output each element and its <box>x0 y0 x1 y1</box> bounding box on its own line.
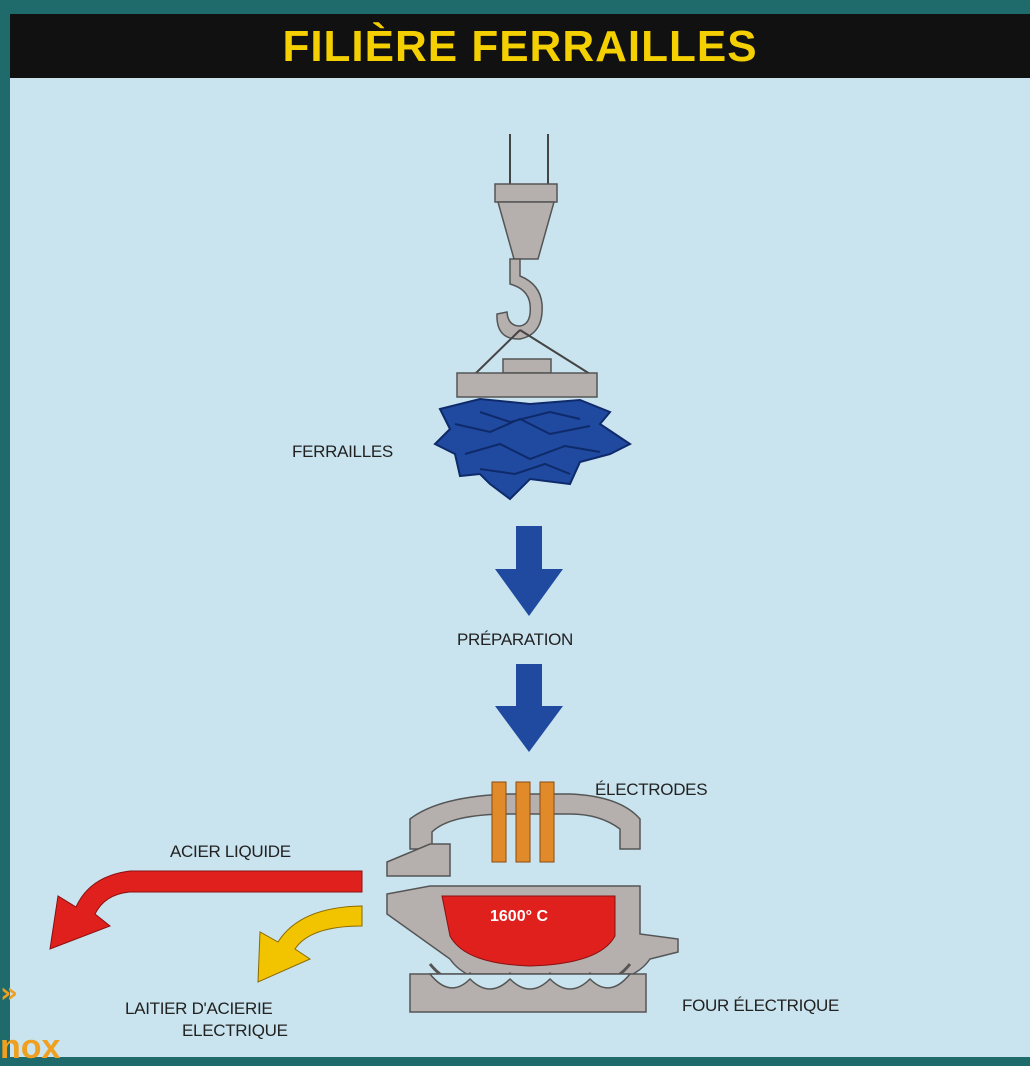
corner-overlay-text: nox <box>0 1028 61 1066</box>
electrodes-label: ÉLECTRODES <box>595 780 708 799</box>
title-bar: FILIÈRE FERRAILLES <box>10 14 1030 78</box>
liquid-steel-arrow-icon <box>49 870 363 950</box>
preparation-label: PRÉPARATION <box>457 630 574 649</box>
acier-liquide-label: ACIER LIQUIDE <box>170 842 291 861</box>
slag-arrow-icon <box>257 905 363 983</box>
diagram-frame: FILIÈRE FERRAILLES <box>10 14 1030 1057</box>
electric-furnace-icon <box>386 793 679 1013</box>
scrap-pile-icon <box>433 397 632 501</box>
four-electrique-label: FOUR ÉLECTRIQUE <box>682 996 840 1015</box>
page-title: FILIÈRE FERRAILLES <box>282 22 758 71</box>
corner-chevron-icon: » <box>0 976 19 1009</box>
ferrailles-label: FERRAILLES <box>292 442 393 461</box>
temperature-label: 1600° C <box>490 908 548 925</box>
laitier-label-line1: LAITIER D'ACIERIE <box>125 999 273 1018</box>
electrodes-icon <box>491 781 555 863</box>
process-diagram <box>49 134 679 1013</box>
down-arrow-1-icon <box>495 526 563 616</box>
laitier-label-line2: ELECTRIQUE <box>182 1021 288 1040</box>
crane-icon <box>456 134 598 398</box>
down-arrow-2-icon <box>495 664 563 752</box>
